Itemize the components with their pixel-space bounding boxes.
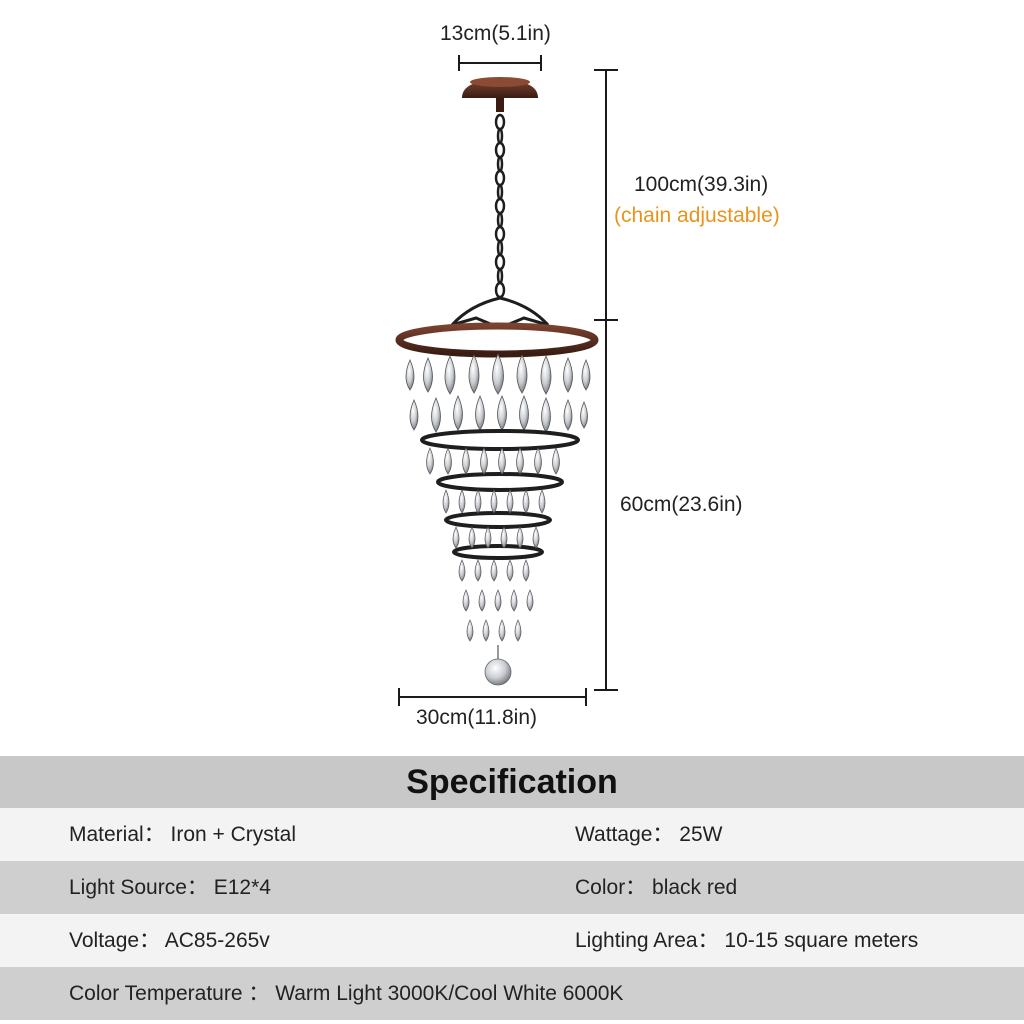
crystal-tiers (405, 353, 591, 433)
spec-color: Color： black red (575, 876, 738, 899)
bottom-width-label: 30cm(11.8in) (416, 706, 537, 729)
spec-row: Material： Iron + Crystal Wattage： 25W (0, 808, 1024, 861)
spec-voltage: Voltage： AC85-265v (69, 929, 270, 952)
top-width-label: 13cm(5.1in) (440, 22, 551, 45)
spec-wattage: Wattage： 25W (575, 823, 723, 846)
spec-row: Voltage： AC85-265v Lighting Area： 10-15 … (0, 914, 1024, 967)
specification-title: Specification (0, 756, 1024, 808)
spec-light-source: Light Source： E12*4 (69, 876, 271, 899)
top-width-dimension-line (458, 55, 542, 71)
chandelier-illustration (395, 55, 618, 706)
chain-length-label: 100cm(39.3in) (634, 173, 769, 196)
spec-row: Color Temperature ： Warm Light 3000K/Coo… (0, 967, 1024, 1020)
crystal-ball (484, 645, 512, 686)
spec-lighting-area: Lighting Area： 10-15 square meters (575, 929, 919, 952)
height-dimension-line (594, 69, 618, 691)
chain-adjustable-note: (chain adjustable) (614, 204, 780, 227)
top-ring (395, 322, 599, 358)
specification-table: Specification Material： Iron + Crystal W… (0, 756, 1024, 1020)
spec-color-temperature: Color Temperature ： Warm Light 3000K/Coo… (69, 982, 624, 1005)
ceiling-canopy (462, 77, 538, 112)
spec-row: Light Source： E12*4 Color： black red (0, 861, 1024, 914)
chain (494, 113, 506, 299)
body-height-label: 60cm(23.6in) (620, 493, 743, 516)
tier-rings (420, 429, 580, 560)
crystal-drops (426, 447, 560, 642)
bottom-width-dimension-line (398, 688, 587, 706)
spec-material: Material： Iron + Crystal (69, 823, 296, 846)
